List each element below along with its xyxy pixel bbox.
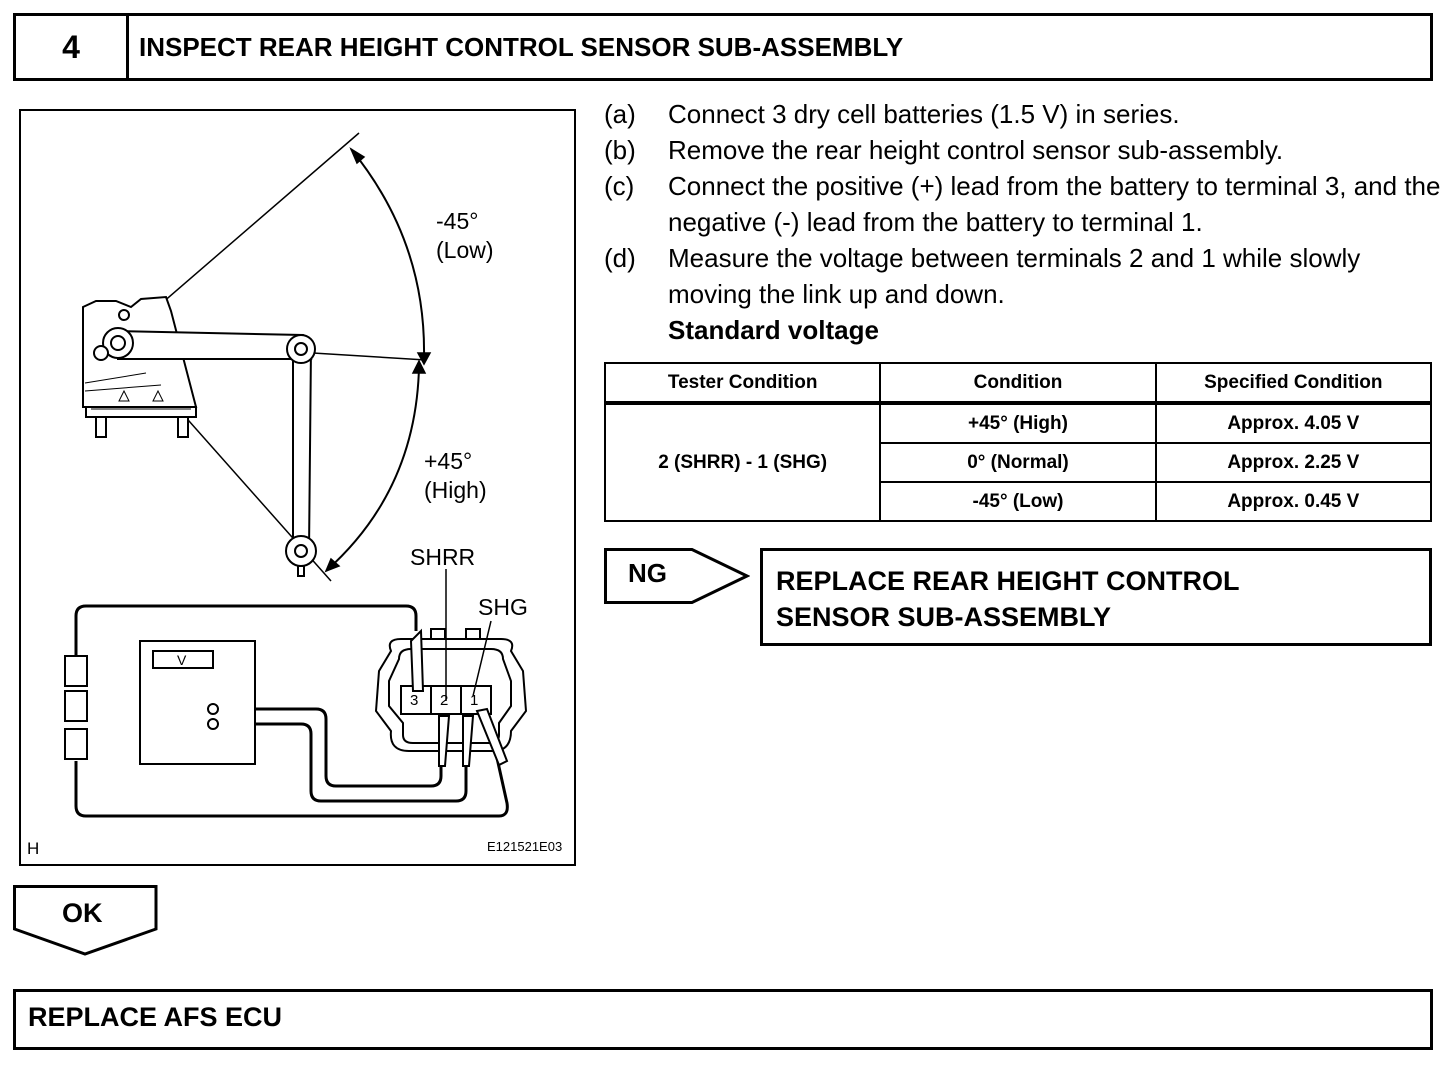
column-header: Condition	[879, 362, 1157, 405]
ng-label: NG	[628, 558, 667, 588]
shg-label: SHG	[478, 594, 528, 620]
condition-cell: 0° (Normal)	[879, 442, 1157, 483]
table-row: 0° (Normal) Approx. 2.25 V	[605, 442, 1433, 483]
ng-arrow-icon	[604, 548, 750, 604]
ok-action-box: REPLACE AFS ECU	[13, 989, 1433, 1050]
specified-cell: Approx. 4.05 V	[1154, 402, 1433, 444]
terminal-1-label: 1	[470, 692, 479, 709]
angle-high-desc: (High)	[424, 477, 487, 503]
instruction-text: Connect the positive (+) lead from the b…	[668, 171, 1441, 237]
voltmeter-label: V	[177, 652, 187, 668]
terminal-3-label: 3	[410, 692, 419, 709]
column-header: Tester Condition	[603, 362, 882, 405]
instruction-list: (a) Connect 3 dry cell batteries (1.5 V)…	[604, 96, 1444, 348]
instruction-label: (a)	[604, 99, 636, 129]
angle-high-label: +45°	[424, 448, 473, 474]
instruction-item: (c) Connect the positive (+) lead from t…	[604, 168, 1444, 240]
instruction-label: (d)	[604, 243, 636, 273]
terminal-2-label: 2	[440, 692, 449, 709]
step-title: INSPECT REAR HEIGHT CONTROL SENSOR SUB-A…	[139, 31, 904, 62]
corner-mark: H	[27, 839, 40, 858]
specified-cell: Approx. 2.25 V	[1154, 442, 1433, 483]
sensor-inspection-figure: -45° (Low) +45° (High) SHRR SHG V 3 2 1 …	[19, 109, 576, 866]
condition-cell: -45° (Low)	[879, 481, 1157, 522]
instruction-item: (a) Connect 3 dry cell batteries (1.5 V)…	[604, 96, 1444, 132]
angle-low-desc: (Low)	[436, 237, 494, 263]
table-row: -45° (Low) Approx. 0.45 V	[605, 481, 1433, 522]
spec-table: Tester Condition Condition Specified Con…	[603, 362, 1433, 522]
ok-arrow-icon	[13, 885, 158, 956]
instruction-text: Connect 3 dry cell batteries (1.5 V) in …	[668, 99, 1180, 129]
step-number: 4	[16, 16, 129, 78]
table-header-row: Tester Condition Condition Specified Con…	[603, 362, 1433, 405]
standard-voltage-heading: Standard voltage	[668, 315, 879, 345]
condition-cell: +45° (High)	[879, 402, 1157, 444]
instruction-text: Remove the rear height control sensor su…	[668, 135, 1284, 165]
column-header: Specified Condition	[1154, 362, 1433, 405]
ng-action-line: REPLACE REAR HEIGHT CONTROL	[776, 566, 1240, 596]
instruction-item: (d) Measure the voltage between terminal…	[604, 240, 1444, 312]
instruction-label: (b)	[604, 135, 636, 165]
ng-action-line: SENSOR SUB-ASSEMBLY	[776, 602, 1112, 632]
step-header: 4 INSPECT REAR HEIGHT CONTROL SENSOR SUB…	[13, 13, 1433, 81]
table-row: 2 (SHRR) - 1 (SHG) +45° (High) Approx. 4…	[603, 402, 1433, 522]
figure-id: E121521E03	[487, 839, 563, 854]
shrr-label: SHRR	[410, 544, 476, 570]
instruction-text: Measure the voltage between terminals 2 …	[668, 243, 1361, 309]
ok-label: OK	[62, 898, 103, 928]
instruction-item: (b) Remove the rear height control senso…	[604, 132, 1444, 168]
sensor-wiring-diagram	[64, 132, 528, 818]
ng-action-box: REPLACE REAR HEIGHT CONTROL SENSOR SUB-A…	[760, 548, 1432, 646]
instruction-label: (c)	[604, 171, 635, 201]
tester-condition-cell: 2 (SHRR) - 1 (SHG)	[603, 402, 882, 522]
specified-cell: Approx. 0.45 V	[1154, 481, 1433, 522]
angle-low-label: -45°	[436, 208, 479, 234]
